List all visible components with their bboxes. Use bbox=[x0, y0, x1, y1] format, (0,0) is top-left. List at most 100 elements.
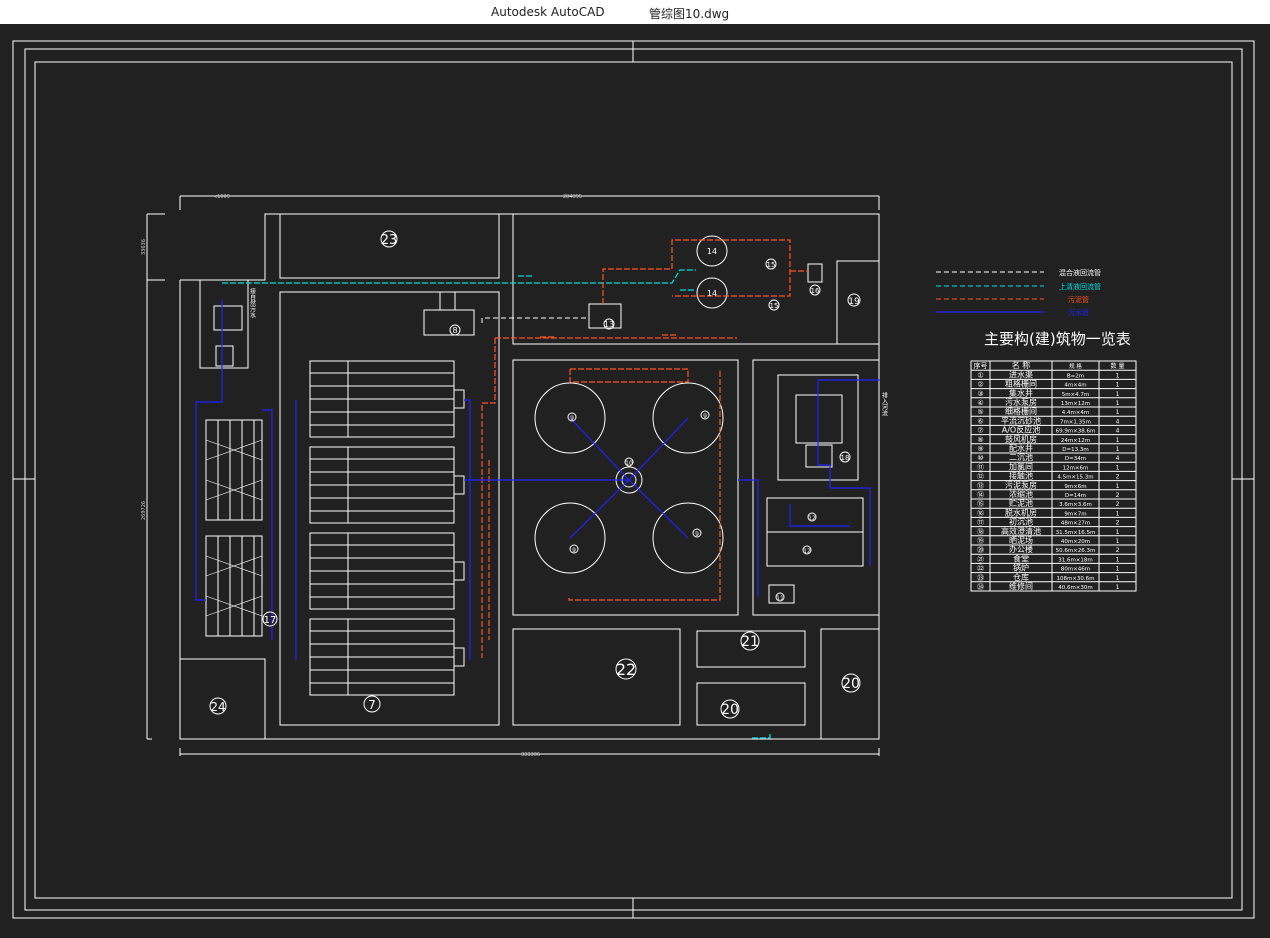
legend-item-sludge: 污泥管 bbox=[1068, 295, 1089, 304]
table-row-cell: 污泥泵房 bbox=[1005, 480, 1037, 490]
table-row-cell: ④ bbox=[977, 399, 983, 407]
table-row-cell: 40.6m×30m bbox=[1058, 585, 1093, 591]
dim-bottom: 333306 bbox=[521, 752, 540, 758]
primary-tanks bbox=[205, 419, 263, 637]
table-row-cell: D=34m bbox=[1065, 456, 1086, 462]
legend-item-mixed: 混合液回流管 bbox=[1059, 268, 1101, 277]
cad-drawing[interactable]: <1009 284395 333306 33636 269726 bbox=[0, 24, 1270, 934]
table-row-cell: 1 bbox=[1116, 529, 1120, 536]
label-10: 10 bbox=[625, 460, 633, 467]
table-row-cell: 1 bbox=[1116, 464, 1120, 471]
label-23: 23 bbox=[381, 233, 398, 248]
table-row-cell: 1 bbox=[1116, 538, 1120, 545]
table-row-cell: 锅炉 bbox=[1013, 563, 1029, 573]
building-labels: 23 8 13 14 14 15 15 16 19 18 12 12 11 10… bbox=[209, 230, 861, 719]
table-row-cell: ⑭ bbox=[977, 491, 984, 499]
table-row-cell: 平流沉砂池 bbox=[1001, 415, 1041, 425]
label-21: 21 bbox=[741, 634, 759, 650]
table-row-cell: 食堂 bbox=[1013, 553, 1029, 563]
table-row-cell: 办公楼 bbox=[1009, 544, 1033, 554]
table-row-cell: ⑮ bbox=[977, 500, 984, 508]
label-16: 16 bbox=[811, 287, 820, 295]
label-7: 7 bbox=[368, 698, 376, 712]
table-row-cell: ① bbox=[977, 371, 983, 379]
label-9c: 9 bbox=[572, 547, 576, 554]
label-9d: 9 bbox=[695, 531, 699, 538]
table-row-cell: ⑲ bbox=[977, 537, 984, 545]
table-row-cell: 50.6m×26.3m bbox=[1056, 548, 1096, 554]
table-row-cell: 贮泥池 bbox=[1009, 498, 1033, 508]
pipe-blue bbox=[195, 300, 1044, 660]
table-row-cell: 进水渠 bbox=[1009, 369, 1033, 379]
label-15a: 15 bbox=[767, 261, 776, 269]
table-row-cell: 二沉池 bbox=[1009, 452, 1033, 462]
legend-item-sewage: 污水管 bbox=[1068, 308, 1089, 317]
inlet-note: 接自然污水 bbox=[249, 287, 256, 318]
table-row-cell: 24m×12m bbox=[1061, 438, 1090, 444]
table-row-cell: 加氯间 bbox=[1009, 461, 1033, 471]
app-name: Autodesk AutoCAD bbox=[491, 5, 605, 19]
table-row-cell: 1 bbox=[1116, 437, 1120, 444]
document-tab[interactable]: 管综图10.dwg bbox=[649, 7, 730, 21]
table-row-cell: 1 bbox=[1116, 575, 1120, 582]
label-12b: 12 bbox=[803, 548, 811, 555]
table-row-cell: 细格栅间 bbox=[1005, 406, 1037, 416]
table-row-cell: ⑱ bbox=[977, 528, 984, 536]
label-15b: 15 bbox=[770, 302, 779, 310]
table-row-cell: 高效澄清池 bbox=[1001, 526, 1041, 536]
pipe-cyan bbox=[222, 269, 771, 739]
pipe-legend: 混合液回流管 上清液回流管 污泥管 污水管 bbox=[936, 268, 1101, 317]
table-row-cell: ⑪ bbox=[977, 463, 984, 471]
table-row-cell: 40m×20m bbox=[1061, 539, 1090, 545]
table-row-cell: 4 bbox=[1116, 418, 1120, 425]
table-row-cell: 4.4m×4m bbox=[1062, 410, 1090, 416]
table-row-cell: 1 bbox=[1116, 584, 1120, 591]
table-row-cell: 4.5m×15.3m bbox=[1057, 475, 1093, 481]
table-row-cell: ⑦ bbox=[977, 427, 983, 435]
label-22: 22 bbox=[616, 660, 636, 679]
dim-top-left: <1009 bbox=[213, 194, 230, 200]
table-row-cell: ㉒ bbox=[977, 565, 984, 573]
table-row-cell: 维修间 bbox=[1009, 581, 1033, 591]
table-row-cell: 1 bbox=[1116, 382, 1120, 389]
table-header-cell: 名 称 bbox=[1012, 360, 1031, 370]
pipe-white bbox=[481, 317, 589, 323]
table-row-cell: 鼓风机房 bbox=[1005, 434, 1037, 444]
table-row-cell: ⑨ bbox=[977, 445, 983, 453]
table-row-cell: 1 bbox=[1116, 566, 1120, 573]
site-outline bbox=[146, 195, 880, 756]
table-row-cell: 浓缩池 bbox=[1009, 489, 1033, 499]
table-row-cell: D=13.3m bbox=[1062, 447, 1088, 453]
table-row-cell: 2 bbox=[1116, 520, 1120, 527]
table-row-cell: ㉔ bbox=[977, 583, 984, 591]
table-row-cell: 3.6m×3.6m bbox=[1059, 502, 1092, 508]
table-row-cell: 9m×6m bbox=[1064, 484, 1086, 490]
label-9a: 9 bbox=[570, 415, 574, 422]
dim-left-1: 33636 bbox=[141, 239, 147, 255]
table-row-cell: ㉓ bbox=[977, 574, 984, 582]
table-row-cell: 31.5m×16.5m bbox=[1056, 530, 1096, 536]
label-12a: 12 bbox=[808, 515, 816, 522]
label-24: 24 bbox=[210, 700, 225, 714]
table-header-cell: 数 量 bbox=[1111, 362, 1125, 370]
dim-top-main: 284395 bbox=[563, 194, 582, 200]
table-row-cell: 108m×30.6m bbox=[1056, 576, 1094, 582]
drawing-canvas[interactable]: <1009 284395 333306 33636 269726 bbox=[0, 24, 1270, 934]
label-19: 19 bbox=[848, 297, 860, 307]
table-row-cell: 48m×27m bbox=[1061, 521, 1090, 527]
table-row-cell: 晒泥场 bbox=[1009, 536, 1033, 545]
table-row-cell: 7m×1.35m bbox=[1060, 419, 1091, 425]
ao-tanks bbox=[309, 360, 465, 696]
title-bar: Autodesk AutoCAD 管综图10.dwg bbox=[0, 0, 1270, 24]
table-row-cell: 4 bbox=[1116, 428, 1120, 435]
label-14b: 14 bbox=[707, 289, 717, 298]
table-row-cell: 1 bbox=[1116, 409, 1120, 416]
table-row-cell: 脱水机房 bbox=[1005, 507, 1037, 517]
pipe-orange bbox=[481, 239, 808, 658]
secondary-clarifiers bbox=[534, 235, 728, 574]
table-row-cell: 粗格栅间 bbox=[1005, 379, 1037, 389]
label-20b: 20 bbox=[842, 676, 860, 692]
dimension-labels: <1009 284395 333306 33636 269726 bbox=[141, 194, 582, 758]
table-row-cell: 1 bbox=[1116, 372, 1120, 379]
